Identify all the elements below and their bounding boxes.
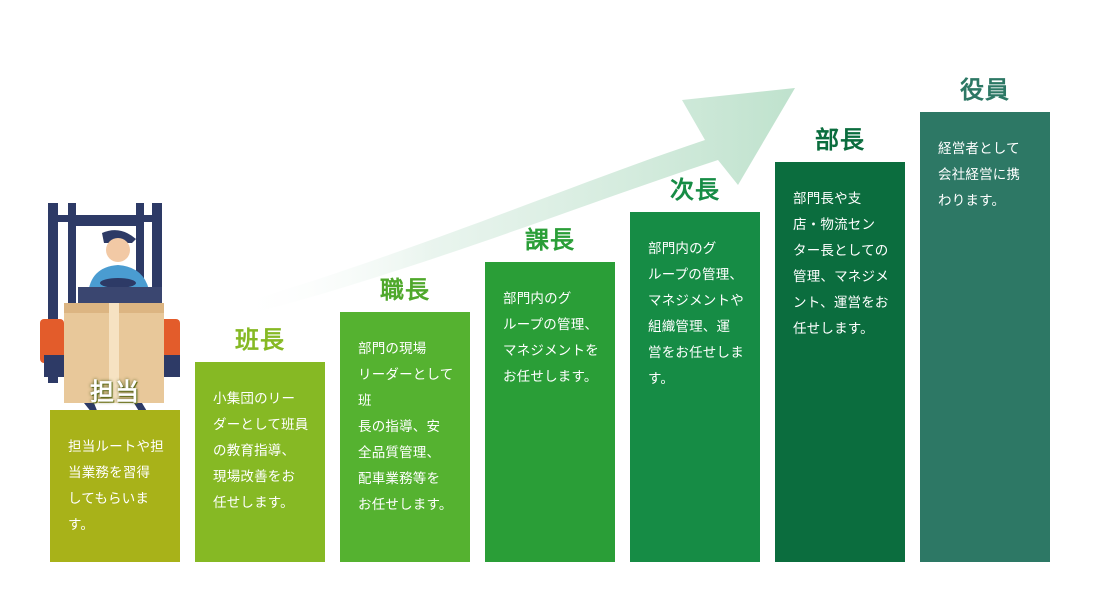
career-step-title: 班長	[235, 326, 285, 354]
career-step-title: 職長	[380, 276, 430, 304]
career-step-2: 小集団のリー ダーとして班員 の教育指導、 現場改善をお 任せします。	[195, 362, 325, 562]
career-step-title: 次長	[670, 176, 720, 204]
career-step-1: 担当ルートや担 当業務を習得 してもらいます。	[50, 410, 180, 562]
career-step-description: 経営者として 会社経営に携 わります。	[938, 141, 1021, 209]
career-step-description: 小集団のリー ダーとして班員 の教育指導、 現場改善をお 任せします。	[213, 391, 309, 511]
career-step-7: 経営者として 会社経営に携 わります。	[920, 112, 1050, 562]
career-step-description: 担当ルートや担 当業務を習得 してもらいます。	[68, 439, 164, 533]
career-step-5: 部門内のグ ループの管理、 マネジメントや 組織管理、運 営をお任せしま す。	[630, 212, 760, 562]
career-step-description: 部門内のグ ループの管理、 マネジメントや 組織管理、運 営をお任せしま す。	[648, 241, 744, 387]
cardboard-box-icon	[64, 303, 164, 403]
forklift-illustration	[40, 203, 180, 413]
career-step-3: 部門の現場 リーダーとして班 長の指導、安 全品質管理、 配車業務等を お任せし…	[340, 312, 470, 562]
career-step-6: 部門長や支 店・物流セン ター長としての 管理、マネジメ ント、運営をお 任せし…	[775, 162, 905, 562]
career-step-description: 部門の現場 リーダーとして班 長の指導、安 全品質管理、 配車業務等を お任せし…	[358, 341, 454, 513]
career-step-4: 部門内のグ ループの管理、 マネジメントを お任せします。	[485, 262, 615, 562]
career-step-title: 部長	[815, 126, 865, 154]
career-step-title: 担当	[90, 378, 140, 406]
career-step-description: 部門長や支 店・物流セン ター長としての 管理、マネジメ ント、運営をお 任せし…	[793, 191, 889, 337]
career-step-title: 役員	[960, 76, 1010, 104]
career-step-description: 部門内のグ ループの管理、 マネジメントを お任せします。	[503, 291, 599, 385]
career-step-title: 課長	[525, 226, 575, 254]
